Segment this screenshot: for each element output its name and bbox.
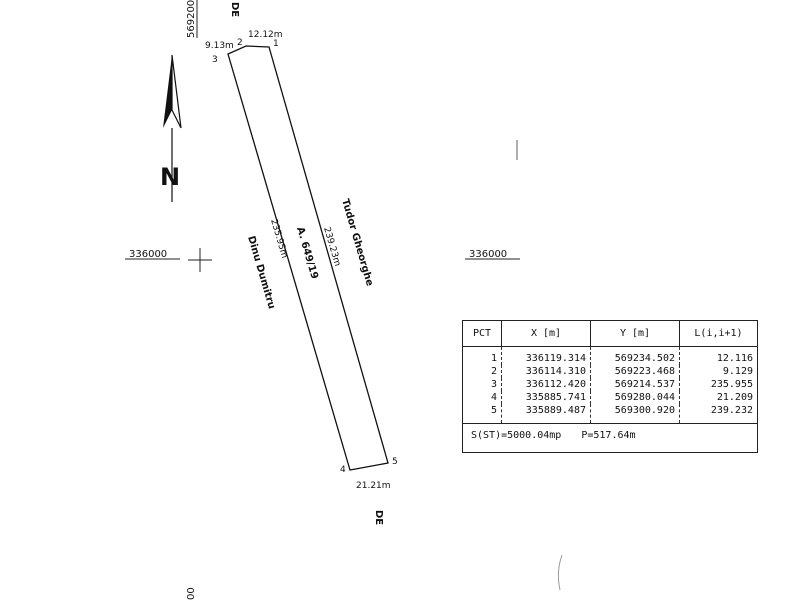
perimeter-value: P=517.64m xyxy=(581,430,636,441)
cell-x: 336114.310 xyxy=(501,365,591,378)
table-row: 5 335889.487 569300.920 239.232 xyxy=(463,404,757,423)
side-length-1-2: 12.12m xyxy=(248,30,283,40)
grid-cross-icon xyxy=(188,248,212,272)
north-label: N xyxy=(160,163,180,191)
parcel-id-label: A. 649/19 xyxy=(294,226,320,281)
cell-x: 336112.420 xyxy=(501,378,591,391)
cell-y: 569280.044 xyxy=(590,391,680,404)
cell-x: 336119.314 xyxy=(501,346,591,365)
coordinates-table: PCT X [m] Y [m] L(i,i+1) 1 336119.314 56… xyxy=(462,320,758,453)
parcel-outline xyxy=(227,45,389,471)
cell-length: 235.955 xyxy=(710,379,753,390)
point-3-label: 3 xyxy=(212,55,218,65)
cell-y: 569214.537 xyxy=(590,378,680,391)
header-length: L(i,i+1) xyxy=(679,321,757,347)
cell-y: 569234.502 xyxy=(590,346,680,365)
area-value: S(ST)=5000.04mp xyxy=(471,430,562,441)
side-length-4-5: 21.21m xyxy=(356,481,391,491)
cell-pct: 1 xyxy=(463,346,502,365)
cell-length: 21.209 xyxy=(716,392,753,403)
grid-label-x-left: 336000 xyxy=(129,249,167,260)
grid-label-y-bottom: 00 xyxy=(186,587,197,600)
grid-label-y-top: 569200 xyxy=(186,0,197,38)
neighbor-west-label: Dinu Dumitru xyxy=(245,235,277,311)
point-1-label: 1 xyxy=(273,39,279,49)
table-header-row: PCT X [m] Y [m] L(i,i+1) xyxy=(463,321,757,347)
neighbor-east-label: Tudor Gheorghe xyxy=(339,198,375,288)
neighbor-top-label: DE xyxy=(229,2,240,17)
table-row: 1 336119.314 569234.502 12.116 xyxy=(463,346,757,365)
table-footer: S(ST)=5000.04mp P=517.64m xyxy=(463,423,757,448)
cell-length: 9.129 xyxy=(722,366,753,377)
cell-pct: 4 xyxy=(463,391,502,404)
cell-length: 239.232 xyxy=(710,405,753,416)
header-pct: PCT xyxy=(463,321,502,347)
table-row: 2 336114.310 569223.468 9.129 xyxy=(463,365,757,378)
cell-x: 335885.741 xyxy=(501,391,591,404)
north-arrow-icon xyxy=(163,54,182,202)
side-length-5-1: 239.23m xyxy=(321,226,342,267)
header-y: Y [m] xyxy=(590,321,680,347)
scan-mark-curve xyxy=(557,554,563,591)
cell-pct: 5 xyxy=(463,404,502,423)
cell-y: 569300.920 xyxy=(590,404,680,423)
cell-x: 335889.487 xyxy=(501,404,591,423)
table-row: 4 335885.741 569280.044 21.209 xyxy=(463,391,757,404)
grid-label-x-right: 336000 xyxy=(469,249,507,260)
neighbor-bottom-label: DE xyxy=(373,510,384,525)
point-4-label: 4 xyxy=(340,465,346,475)
point-5-label: 5 xyxy=(392,457,398,467)
cell-y: 569223.468 xyxy=(590,365,680,378)
cell-pct: 3 xyxy=(463,378,502,391)
header-x: X [m] xyxy=(501,321,591,347)
point-2-label: 2 xyxy=(237,38,243,48)
table-row: 3 336112.420 569214.537 235.955 xyxy=(463,378,757,391)
side-length-2-3: 9.13m xyxy=(205,41,234,51)
cell-pct: 2 xyxy=(463,365,502,378)
side-length-3-4: 235.95m xyxy=(268,218,289,259)
cell-length: 12.116 xyxy=(716,353,753,364)
